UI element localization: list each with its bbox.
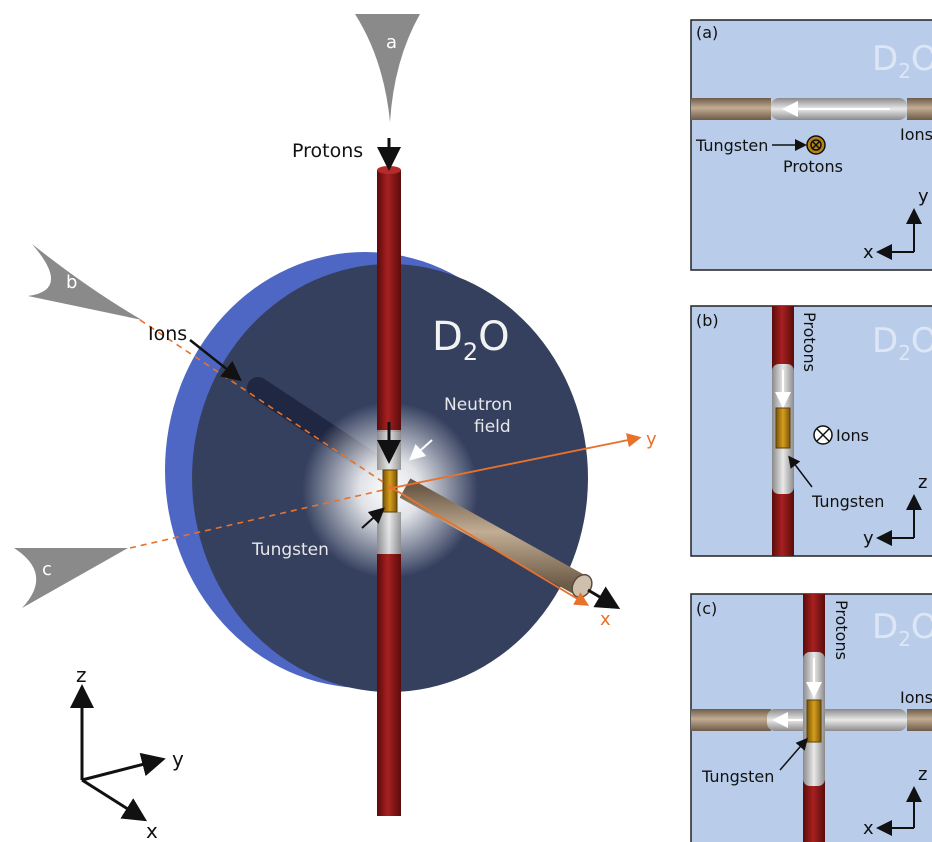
- panel-a-ion-tube-right: [907, 98, 932, 120]
- panel-b-protons-label: Protons: [800, 312, 819, 372]
- orange-axis-y-line: [391, 433, 642, 489]
- panel-c-tungsten-pointer: [779, 737, 808, 771]
- panel-b-tungsten-label: Tungsten: [811, 492, 884, 511]
- panel-a-d2o: D2O: [872, 39, 932, 83]
- panel-c-ion-tube-right: [907, 709, 932, 731]
- coordinate-axes: z y x: [70, 663, 184, 842]
- view-marker-c-label: c: [42, 559, 52, 580]
- neutron-field-pointer: [409, 439, 433, 461]
- neutron-field-label-2: field: [474, 417, 511, 437]
- view-marker-a: [355, 14, 420, 122]
- panel-c: (c) D2O Protons Ions Tungsten z x: [690, 593, 932, 842]
- panel-b-bg: [690, 305, 932, 557]
- panel-a-tungsten-label: Tungsten: [695, 136, 768, 155]
- main-diagram: a b c Protons Ions D2O Neutron field Tun…: [14, 14, 657, 816]
- panel-b-axis-v-label: z: [918, 472, 927, 493]
- panel-c-ions-label: Ions: [900, 688, 932, 707]
- axis-y-line: [81, 752, 166, 782]
- panel-a-label: (a): [696, 23, 718, 42]
- orange-axis-c-dashed: [129, 487, 393, 549]
- axis-x-label: x: [146, 819, 158, 842]
- tungsten-label: Tungsten: [251, 540, 329, 560]
- panel-a: (a) D2O Ions Tungsten Protons y x: [690, 19, 932, 271]
- axis-x-line: [81, 778, 148, 822]
- panel-c-axis-h-label: x: [863, 818, 874, 839]
- panel-c-axis-v-label: z: [918, 764, 927, 785]
- panel-b-axis-h-label: y: [863, 528, 874, 549]
- view-marker-b-label: b: [66, 272, 77, 293]
- tungsten-pointer: [361, 507, 385, 529]
- panel-c-tungsten-label: Tungsten: [701, 767, 774, 786]
- panel-c-d2o: D2O: [872, 607, 932, 651]
- panel-c-tungsten: [806, 699, 822, 743]
- proton-tube-top: [377, 166, 401, 174]
- proton-tube-upper: [377, 170, 401, 432]
- panel-a-ion-tube-left: [691, 98, 771, 120]
- orange-axis-y-label: y: [646, 429, 657, 450]
- panel-a-proton-cross: [811, 140, 821, 150]
- neutron-field-label-1: Neutron: [444, 395, 512, 415]
- panel-a-axis-v-label: y: [918, 186, 929, 207]
- view-marker-c: [14, 548, 128, 608]
- panel-c-label: (c): [696, 599, 717, 618]
- panel-b: (b) D2O Protons Ions Tungsten z y: [690, 305, 932, 557]
- panel-b-ions-label: Ions: [836, 426, 869, 445]
- d2o-label: D2O: [432, 314, 510, 366]
- panel-c-ion-tube-gray: [767, 709, 907, 731]
- panel-b-d2o: D2O: [872, 321, 932, 365]
- orange-axis-x-line: [391, 487, 590, 606]
- panel-c-protons-label: Protons: [832, 600, 851, 660]
- ions-label: Ions: [148, 323, 187, 345]
- panel-b-tungsten: [775, 407, 791, 449]
- panel-a-ions-label: Ions: [900, 125, 932, 144]
- ion-tube-front: [399, 478, 586, 595]
- panel-a-protons-label: Protons: [783, 157, 843, 176]
- panel-a-axis-h-label: x: [863, 242, 874, 263]
- panel-c-ion-tube-left: [691, 709, 771, 731]
- panel-b-ions-cross: [816, 428, 830, 442]
- ions-exit-arrow: [587, 586, 621, 610]
- tungsten-target: [382, 469, 398, 513]
- ions-arrow: [189, 339, 242, 382]
- view-marker-a-label: a: [386, 32, 397, 53]
- view-marker-b: [28, 244, 142, 320]
- axis-y-label: y: [172, 747, 184, 771]
- panel-a-proton-symbol: [810, 139, 822, 151]
- proton-tube-lower: [377, 554, 401, 816]
- panel-b-label: (b): [696, 311, 719, 330]
- axis-z-label: z: [76, 663, 87, 687]
- orange-axis-x-label: x: [600, 609, 611, 630]
- protons-label: Protons: [292, 140, 363, 162]
- proton-tube-gap-lower: [377, 512, 401, 554]
- panel-b-tungsten-pointer: [788, 455, 813, 488]
